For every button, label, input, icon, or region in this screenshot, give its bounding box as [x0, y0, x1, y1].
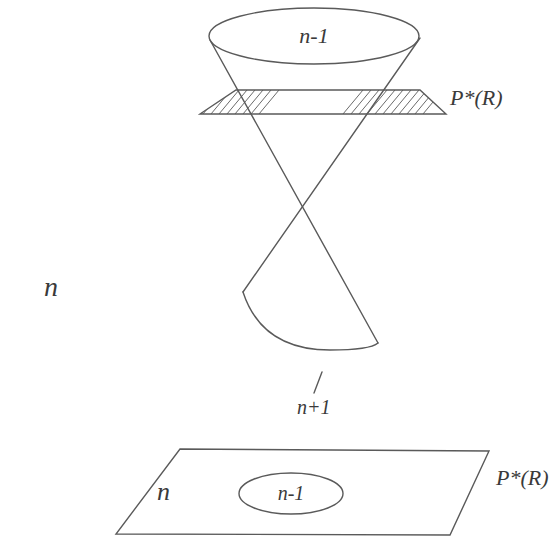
cone-line — [210, 40, 378, 343]
plane-label: P*(R) — [450, 86, 503, 110]
cone-line — [243, 38, 420, 292]
region-label: n — [157, 478, 170, 507]
region-label: n-1 — [278, 482, 305, 504]
dimension-label: n+1 — [297, 396, 331, 418]
tick-mark — [314, 372, 322, 393]
dimension-label: n — [44, 272, 58, 303]
cone-rim — [243, 292, 378, 350]
plane-outline — [200, 90, 446, 114]
ellipse-region: n-1 — [238, 472, 344, 515]
plane-region: n n-1 — [115, 448, 490, 536]
plane-hatching — [190, 84, 448, 120]
region-label: n-1 — [299, 24, 328, 48]
ellipse-region: n-1 — [208, 7, 420, 65]
plane-label: P*(R) — [496, 466, 549, 490]
